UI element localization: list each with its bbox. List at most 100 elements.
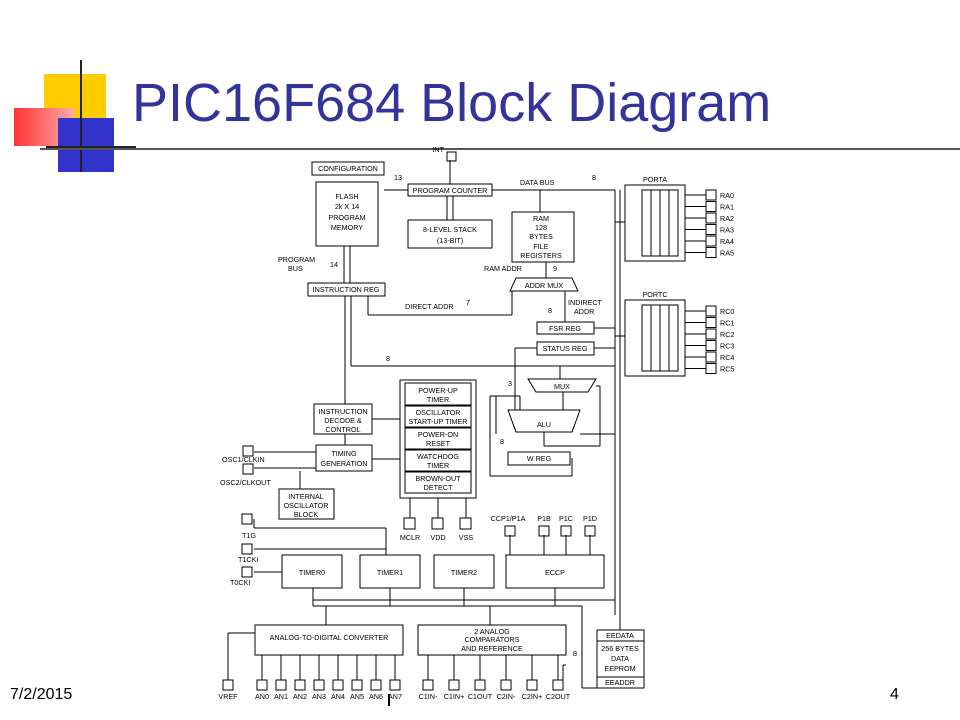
t1cki-label: T1CKI xyxy=(238,555,258,564)
porta-pin-pad xyxy=(705,224,717,235)
an-pin-label: AN1 xyxy=(274,692,288,701)
portc-label: PORTC xyxy=(642,290,667,299)
footer-date: 7/2/2015 xyxy=(10,686,73,703)
porta-pin-pad xyxy=(705,212,717,224)
t0cki-label: T0CKI xyxy=(230,578,250,587)
flash-line-4: MEMORY xyxy=(331,223,363,232)
eccp-pin-p1c: P1C xyxy=(559,514,573,523)
instruction-reg-box xyxy=(307,282,386,297)
addr-mux-shape xyxy=(509,277,579,292)
timing-generation-line-2: GENERATION xyxy=(321,459,368,468)
ram-line-5: REGISTERS xyxy=(520,251,562,260)
ram-line-1: RAM xyxy=(533,214,549,223)
configuration-label: CONFIGURATION xyxy=(318,164,378,173)
portc-pin-pad xyxy=(705,328,717,340)
eeaddr-label: EEADDR xyxy=(605,678,635,687)
cmp-pin-pad xyxy=(422,679,434,691)
fsr-reg-label: FSR REG xyxy=(549,324,581,333)
stack-line-2: (13-BIT) xyxy=(437,236,463,245)
eeprom-line-2: DATA xyxy=(611,654,629,663)
cmp-pin-label: C2OUT xyxy=(546,692,571,701)
adc-box xyxy=(254,624,404,656)
bus-8-mid-label: 8 xyxy=(386,354,390,363)
an-pin-pad xyxy=(294,679,306,691)
logo-blue-square xyxy=(58,118,114,172)
eccp-pin-p1d: P1D xyxy=(583,514,597,523)
an-pin-label: AN3 xyxy=(312,692,326,701)
cmp-pin-label: C2IN+ xyxy=(522,692,543,701)
an-pin-pad xyxy=(256,679,268,691)
flash-line-3: PROGRAM xyxy=(328,213,365,222)
mux-label: MUX xyxy=(554,382,570,391)
stack-line-1: 8-LEVEL STACK xyxy=(423,225,477,234)
timer2-label: TIMER2 xyxy=(451,568,477,577)
brown-out-line-2: DETECT xyxy=(424,483,453,492)
vref-label: VREF xyxy=(218,692,238,701)
osc2-label: OSC2/CLKOUT xyxy=(220,478,271,487)
ram-line-4: FILE xyxy=(533,242,548,251)
cmp-pin-pad xyxy=(500,679,512,691)
bus-9-label: 9 xyxy=(553,264,557,273)
addr-mux-label: ADDR MUX xyxy=(525,281,564,290)
power-up-timer-line-2: TIMER xyxy=(427,395,449,404)
vref-pad xyxy=(222,679,234,691)
mux-shape xyxy=(527,378,597,393)
bus-14-label: 14 xyxy=(330,260,338,269)
indirect-addr-line-1: INDIRECT xyxy=(568,298,603,307)
bus-3-label: 3 xyxy=(508,379,512,388)
cmp-pin-pad xyxy=(552,679,564,691)
portc-pin-label: RC1 xyxy=(720,319,734,328)
internal-osc-box xyxy=(278,488,335,520)
flash-line-1: FLASH xyxy=(335,192,358,201)
cmp-pin-pad xyxy=(448,679,460,691)
logo-vertical-line xyxy=(80,60,82,172)
porta-label: PORTA xyxy=(643,175,667,184)
ram-line-3: BYTES xyxy=(529,232,553,241)
bus-13-label: 13 xyxy=(394,173,402,182)
logo-horizontal-line xyxy=(46,146,136,148)
portc-box xyxy=(624,299,686,377)
timing-generation-box xyxy=(315,444,373,472)
an-pin-pad xyxy=(370,679,382,691)
cmp-pin-label: C1IN- xyxy=(419,692,438,701)
portc-pin-label: RC4 xyxy=(720,353,734,362)
ram-line-2: 128 xyxy=(535,223,547,232)
an-pin-pad xyxy=(351,679,363,691)
an-pin-label: AN5 xyxy=(350,692,364,701)
program-counter-label: PROGRAM COUNTER xyxy=(413,186,488,195)
t1g-label: T1G xyxy=(242,531,256,540)
brown-out-line-1: BROWN-OUT xyxy=(415,474,461,483)
stack-box xyxy=(407,219,493,249)
status-reg-label: STATUS REG xyxy=(543,344,588,353)
internal-osc-line-3: BLOCK xyxy=(294,510,319,519)
portc-pin-label: RC5 xyxy=(720,365,734,374)
porta-pin-pad xyxy=(705,201,717,212)
timer0-label: TIMER0 xyxy=(299,568,325,577)
an-pin-label: AN0 xyxy=(255,692,269,701)
title-rule xyxy=(40,148,960,150)
portc-pin-pad xyxy=(705,363,717,374)
eeprom-line-1: 256 BYTES xyxy=(601,644,639,653)
porta-pin-pad xyxy=(705,235,717,247)
an-pin-label: AN2 xyxy=(293,692,307,701)
ram-addr-label: RAM ADDR xyxy=(484,264,522,273)
portc-pin-label: RC2 xyxy=(720,330,734,339)
data-bus-label: DATA BUS xyxy=(520,178,555,187)
power-up-timer-line-1: POWER-UP xyxy=(418,386,458,395)
alu-shape xyxy=(507,409,581,433)
comparators-box xyxy=(417,624,567,656)
vss-label: VSS xyxy=(459,533,474,542)
comparators-line-2: COMPARATORS xyxy=(464,635,519,644)
power-on-reset-line-1: POWER-ON xyxy=(418,430,458,439)
instruction-reg-label: INSTRUCTION REG xyxy=(313,285,380,294)
portc-pin-pad xyxy=(705,305,717,317)
timing-generation-line-1: TIMING xyxy=(331,449,357,458)
watchdog-timer-line-2: TIMER xyxy=(427,461,449,470)
bus-8-ee-label: 8 xyxy=(573,649,577,658)
porta-pin-pad xyxy=(705,189,717,201)
an-pin-pad xyxy=(332,679,344,691)
timer1-label: TIMER1 xyxy=(377,568,403,577)
eeprom-line-3: EEPROM xyxy=(604,664,635,673)
instruction-decode-line-3: CONTROL xyxy=(325,425,360,434)
